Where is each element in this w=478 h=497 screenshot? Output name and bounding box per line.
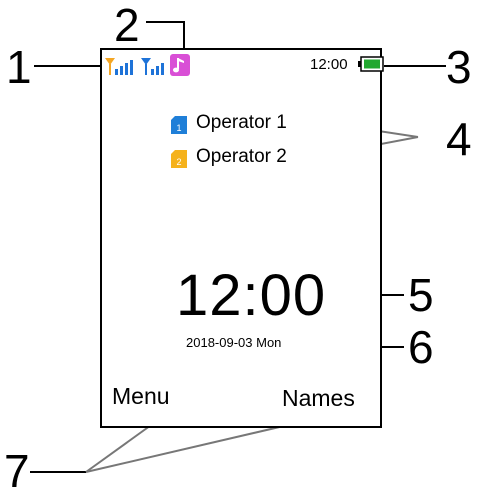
callout-2: 2 — [114, 0, 140, 51]
home-date: 2018-09-03 Mon — [186, 335, 282, 350]
softkey-names[interactable]: Names — [282, 385, 355, 411]
softkey-menu[interactable]: Menu — [112, 383, 170, 409]
operator-2-label: Operator 2 — [196, 146, 287, 167]
signal-icon-sim2 — [141, 58, 164, 75]
sim1-icon: 1 — [171, 116, 187, 134]
callout-7: 7 — [4, 445, 30, 497]
callout-5: 5 — [408, 269, 434, 321]
callout-4: 4 — [446, 113, 472, 165]
leader-line-2 — [146, 21, 185, 50]
callout-3: 3 — [446, 41, 472, 93]
music-note-icon — [170, 54, 190, 76]
callout-1: 1 — [6, 41, 32, 93]
home-clock: 12:00 — [176, 263, 327, 328]
signal-icon-sim1 — [105, 58, 133, 75]
battery-icon — [358, 56, 384, 72]
callout-6: 6 — [408, 321, 434, 373]
operator-1-label: Operator 1 — [196, 112, 287, 133]
status-time: 12:00 — [310, 56, 348, 73]
svg-text:2: 2 — [176, 157, 181, 167]
svg-text:1: 1 — [176, 123, 181, 133]
phone-screen — [100, 48, 382, 428]
sim2-icon: 2 — [171, 150, 187, 168]
